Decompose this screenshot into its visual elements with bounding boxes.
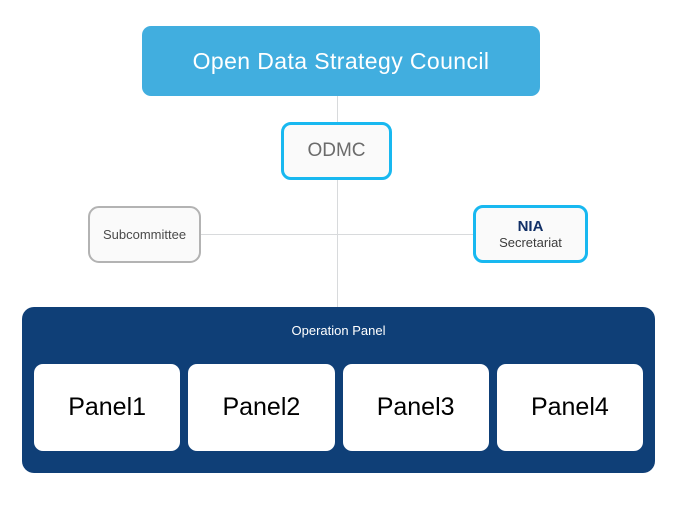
panel-card-2[interactable]: Panel2 [188, 364, 335, 451]
operation-panel-title: Operation Panel [291, 323, 386, 338]
panel-card-3-label: Panel3 [376, 393, 455, 421]
panel-card-3[interactable]: Panel3 [342, 364, 489, 451]
panel-card-1[interactable]: Panel1 [34, 364, 181, 451]
node-nia-secretariat[interactable]: NIA Secretariat [473, 205, 588, 263]
connector-council-to-odmc [337, 96, 338, 123]
council-label: Open Data Strategy Council [192, 47, 490, 74]
nia-title-label: NIA [517, 217, 544, 235]
node-subcommittee[interactable]: Subcommittee [88, 206, 201, 263]
odmc-label: ODMC [307, 140, 366, 161]
nia-subtitle-label: Secretariat [499, 234, 562, 250]
node-odmc[interactable]: ODMC [281, 122, 392, 180]
panel-card-2-label: Panel2 [222, 393, 301, 421]
connector-spine-to-nia [337, 234, 474, 235]
node-open-data-strategy-council[interactable]: Open Data Strategy Council [142, 26, 540, 96]
operation-panel-list: Panel1 Panel2 Panel3 Panel4 [34, 364, 643, 451]
connector-odmc-to-operation-panel [337, 180, 338, 308]
panel-card-4-label: Panel4 [530, 393, 609, 421]
panel-card-1-label: Panel1 [68, 393, 147, 421]
panel-card-4[interactable]: Panel4 [496, 364, 643, 451]
connector-subcommittee-to-spine [201, 234, 338, 235]
subcommittee-label: Subcommittee [102, 227, 187, 242]
node-operation-panel[interactable]: Operation Panel Panel1 Panel2 Panel3 Pan… [22, 307, 655, 473]
